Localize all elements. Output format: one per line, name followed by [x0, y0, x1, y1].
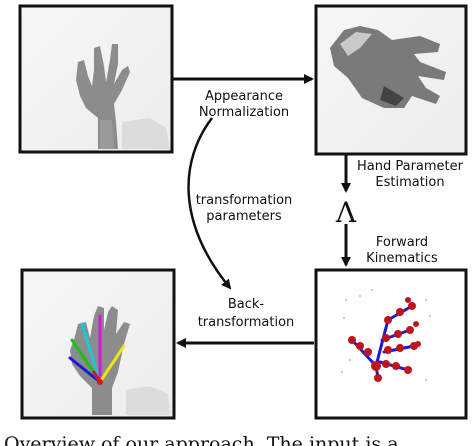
label-hand-parameter-2: Estimation — [375, 175, 444, 190]
label-hand-parameter-1: Hand Parameter — [357, 159, 464, 174]
input-depth-panel — [18, 4, 174, 154]
hand-skeleton-3d — [341, 289, 431, 382]
figure-caption-fragment: Overview of our approach. The input is a — [4, 433, 399, 446]
result-overlay-panel — [20, 268, 176, 420]
skeleton-overlay — [68, 314, 126, 385]
label-transformation-parameters-1: transformation — [196, 193, 293, 208]
label-transformation-parameters-2: parameters — [206, 209, 282, 224]
label-back-transformation-2: transformation — [198, 315, 295, 330]
normalized-hand-image — [330, 26, 446, 108]
label-forward-kinematics-2: Kinematics — [366, 251, 438, 266]
label-appearance-normalization-2: Normalization — [199, 105, 289, 120]
arrow-transformation-parameters — [187, 117, 232, 290]
lambda-symbol: Λ — [335, 196, 357, 229]
input-hand-image — [76, 44, 170, 149]
label-forward-kinematics-1: Forward — [376, 235, 428, 250]
label-appearance-normalization-1: Appearance — [205, 89, 283, 104]
kinematics-panel — [314, 268, 468, 420]
normalized-depth-panel — [314, 4, 468, 156]
label-back-transformation-1: Back- — [228, 297, 265, 312]
